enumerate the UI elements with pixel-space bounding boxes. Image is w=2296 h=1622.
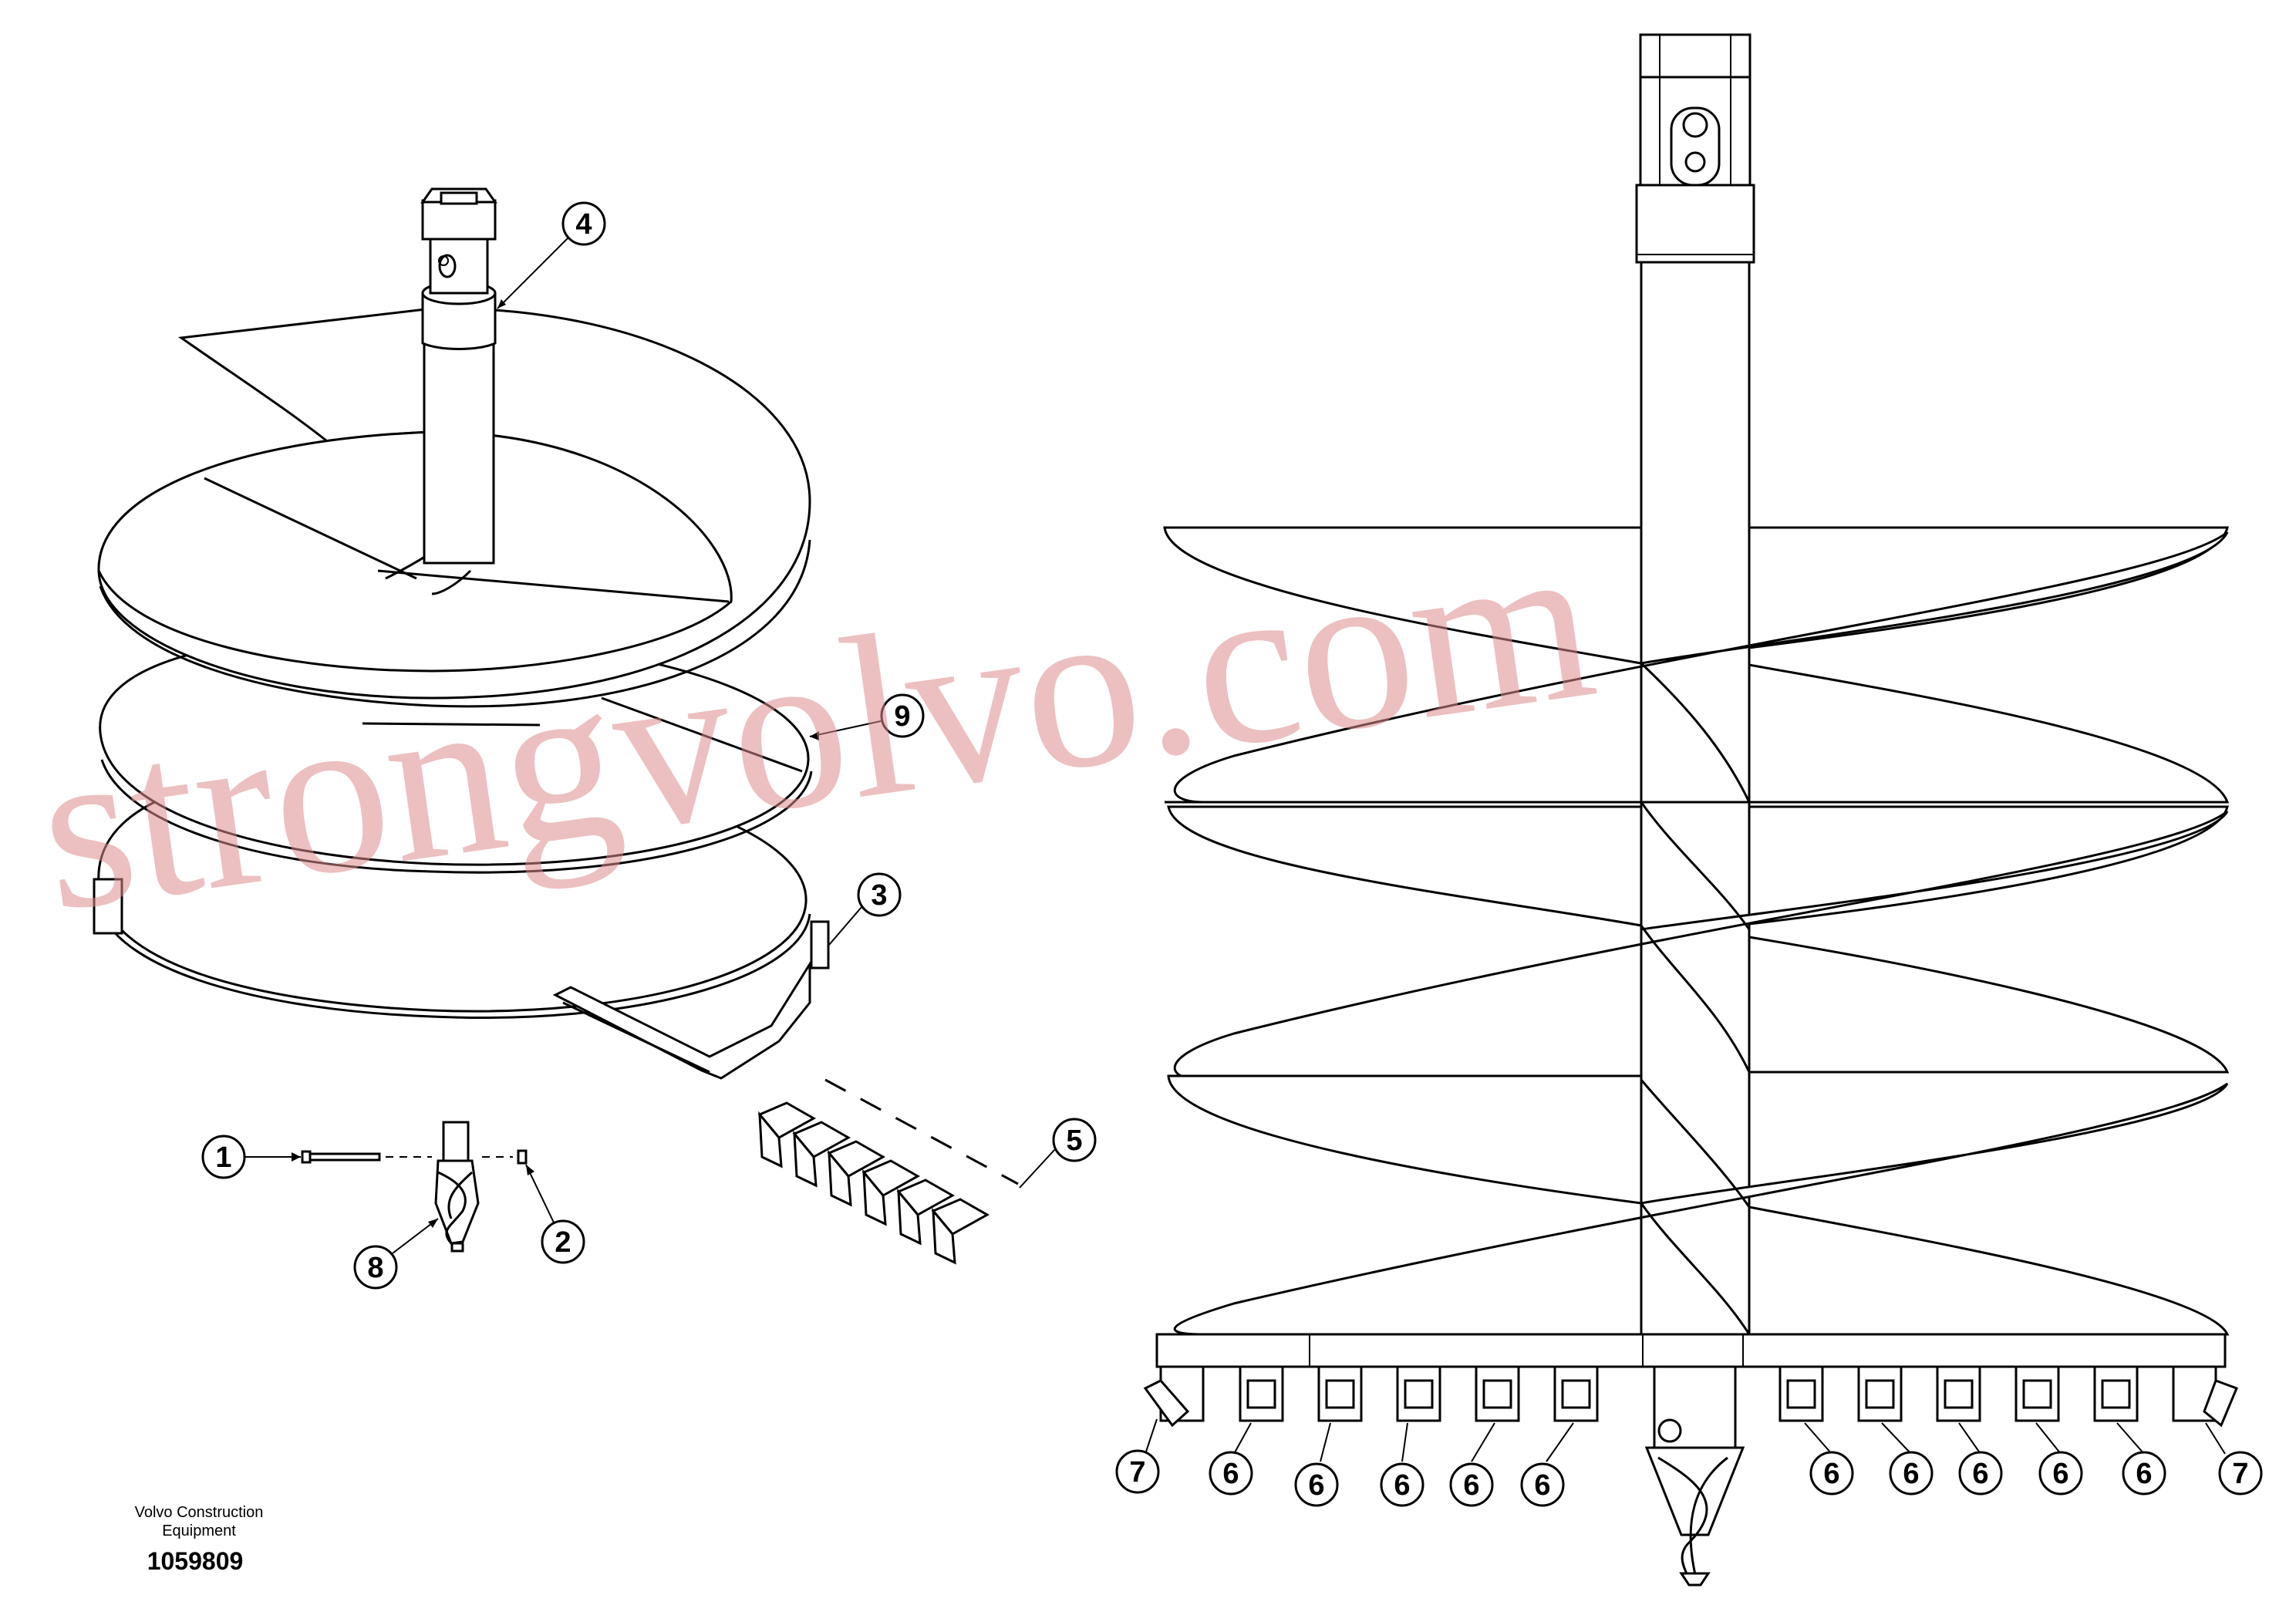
callout-circle-r9 <box>1958 1451 2003 1496</box>
bolt-detail <box>301 1150 513 1164</box>
callout-circle-3 <box>857 872 902 917</box>
isometric-auger-view <box>93 187 1019 1265</box>
pilot-bit-detail <box>434 1121 480 1253</box>
callout-circle-8 <box>353 1245 398 1290</box>
callout-label-8: 8 <box>367 1252 383 1284</box>
callout-label-r12: 7 <box>2232 1458 2248 1490</box>
elevation-flights <box>1163 526 2230 1336</box>
callout-circle-4 <box>561 201 606 246</box>
callout-circle-r5 <box>1449 1462 1494 1507</box>
callout-circle-r1 <box>1115 1449 1160 1494</box>
company-name-line2: Equipment <box>162 1523 236 1539</box>
callout-label-5: 5 <box>1066 1125 1082 1157</box>
company-name-line1: Volvo Construction <box>135 1504 264 1521</box>
callout-label-r1: 7 <box>1129 1456 1145 1489</box>
callout-circle-r3 <box>1294 1462 1339 1507</box>
callout-label-r4: 6 <box>1394 1469 1410 1502</box>
callout-label-3: 3 <box>871 879 887 912</box>
callout-circle-5 <box>1052 1118 1097 1162</box>
nut-detail <box>517 1149 528 1165</box>
callout-circle-r6 <box>1520 1462 1565 1507</box>
callout-label-r5: 6 <box>1463 1469 1479 1502</box>
callout-label-4: 4 <box>575 208 592 241</box>
callout-circle-r4 <box>1380 1462 1424 1507</box>
teeth-set-detail <box>757 1078 1019 1265</box>
right-callouts: 7 6 6 6 6 6 6 6 6 6 6 7 <box>1115 1418 2263 1507</box>
cutter-bar <box>1155 1333 2227 1368</box>
callout-circle-r11 <box>2122 1451 2166 1496</box>
elevation-pilot-bit <box>1644 1365 1745 1587</box>
callout-label-r2: 6 <box>1222 1458 1239 1490</box>
callout-label-r7: 6 <box>1823 1458 1839 1490</box>
callout-label-r8: 6 <box>1903 1458 1919 1490</box>
callout-circle-2 <box>541 1219 585 1264</box>
auger-flight-middle <box>99 633 813 874</box>
callout-circle-9 <box>880 693 925 738</box>
callout-circle-1 <box>201 1135 246 1179</box>
callout-label-1: 1 <box>215 1141 231 1174</box>
elevation-auger-view <box>1143 33 2238 1587</box>
shaft-hex-top <box>1639 33 1752 79</box>
left-callouts: 4 9 3 5 1 2 8 <box>201 201 1097 1290</box>
callout-label-r9: 6 <box>1972 1458 1988 1490</box>
callout-label-2: 2 <box>555 1226 571 1259</box>
callout-label-r6: 6 <box>1534 1469 1550 1502</box>
callout-label-r10: 6 <box>2052 1458 2068 1490</box>
callout-circle-r7 <box>1809 1451 1854 1496</box>
callout-circle-r8 <box>1889 1451 1934 1496</box>
callout-label-9: 9 <box>894 700 910 733</box>
callout-circle-r12 <box>2218 1451 2263 1496</box>
callout-label-r3: 6 <box>1308 1469 1324 1502</box>
title-block: Volvo Construction Equipment 1059809 <box>135 1504 264 1575</box>
callout-circle-r2 <box>1209 1451 1253 1496</box>
tooth-holders <box>1143 1365 2238 1428</box>
main-shaft <box>1640 261 1751 1336</box>
isometric-shaft <box>420 187 497 595</box>
shaft-collar <box>1635 184 1755 264</box>
callout-label-r11: 6 <box>2136 1458 2152 1490</box>
callout-circle-r10 <box>2038 1451 2083 1496</box>
drawing-number: 1059809 <box>147 1547 244 1575</box>
